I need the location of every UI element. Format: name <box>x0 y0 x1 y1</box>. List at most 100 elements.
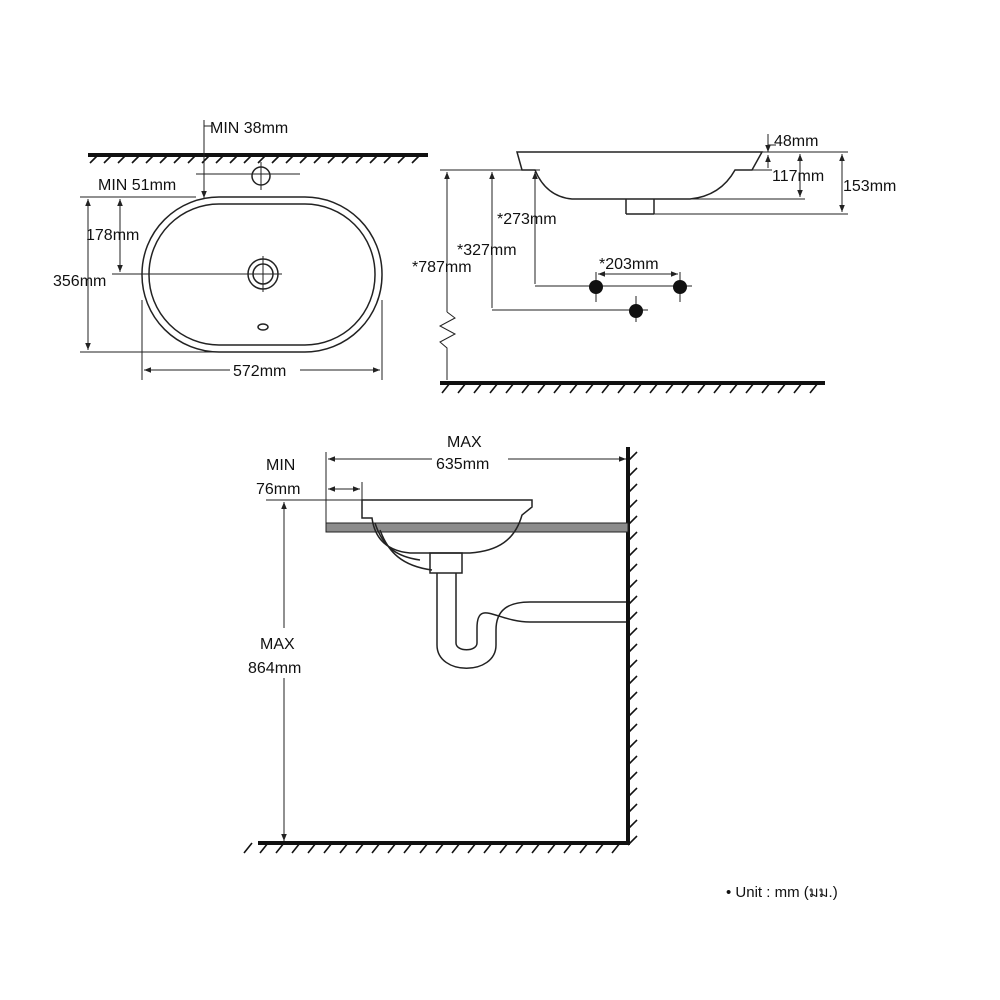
hatch-mark <box>499 842 509 854</box>
hatch-mark <box>451 842 461 854</box>
install-wall-hatch <box>627 451 638 846</box>
hatch-mark <box>627 659 638 670</box>
hatch-mark <box>611 842 621 854</box>
hatch-mark <box>187 154 197 164</box>
drain-offset-label: 178mm <box>86 227 139 244</box>
hatch-mark <box>457 382 467 394</box>
max-reach-title: MAX <box>447 434 482 451</box>
hatch-mark <box>307 842 317 854</box>
p-trap-inner <box>455 573 626 651</box>
hatch-mark <box>103 154 113 164</box>
side-view: 48mm 117mm 153mm *273mm *327mm *787mm *2… <box>412 133 896 394</box>
overflow-hole <box>257 323 269 331</box>
hatch-mark <box>489 382 499 394</box>
hatch-mark <box>761 382 771 394</box>
install-view: MAX 635mm MIN 76mm MAX 864mm <box>243 434 638 854</box>
countertop <box>325 522 629 533</box>
hatch-mark <box>285 154 295 164</box>
depth-label: 356mm <box>53 273 106 290</box>
hatch-mark <box>579 842 589 854</box>
hatch-mark <box>419 842 429 854</box>
hatch-mark <box>271 154 281 164</box>
hatch-mark <box>681 382 691 394</box>
width-label: 572mm <box>233 363 286 380</box>
hatch-mark <box>441 382 451 394</box>
hatch-mark <box>627 531 638 542</box>
hatch-mark <box>665 382 675 394</box>
hatch-mark <box>601 382 611 394</box>
hatch-mark <box>201 154 211 164</box>
hatch-mark <box>159 154 169 164</box>
hatch-mark <box>627 787 638 798</box>
drain-tailpiece <box>429 552 463 574</box>
supply-spacing-label: *203mm <box>599 256 659 273</box>
hatch-mark <box>117 154 127 164</box>
hatch-mark <box>627 819 638 830</box>
hatch-mark <box>243 154 253 164</box>
hatch-mark <box>627 515 638 526</box>
min-setback-value: 76mm <box>256 481 300 498</box>
hatch-mark <box>145 154 155 164</box>
hatch-mark <box>809 382 819 394</box>
hatch-mark <box>229 154 239 164</box>
hatch-mark <box>173 154 183 164</box>
hatch-mark <box>627 739 638 750</box>
hatch-mark <box>627 547 638 558</box>
hatch-mark <box>627 723 638 734</box>
side-floor-hatch <box>441 382 819 394</box>
hatch-mark <box>627 579 638 590</box>
side-basin-profile <box>516 151 764 200</box>
min-setback-title: MIN <box>266 457 295 474</box>
hatch-mark <box>275 842 285 854</box>
hatch-mark <box>323 842 333 854</box>
drain-point <box>629 304 643 318</box>
hatch-mark <box>633 382 643 394</box>
hatch-mark <box>383 154 393 164</box>
hatch-mark <box>627 595 638 606</box>
counter-height-label: *787mm <box>412 259 472 276</box>
hatch-mark <box>777 382 787 394</box>
hatch-mark <box>627 563 638 574</box>
supply-point-left <box>589 280 603 294</box>
install-floor-hatch <box>243 842 621 854</box>
hatch-mark <box>327 154 337 164</box>
top-view: MIN 38mm MIN 51mm 178mm 356mm 572mm <box>53 120 428 380</box>
hatch-mark <box>483 842 493 854</box>
hatch-mark <box>403 842 413 854</box>
hatch-mark <box>531 842 541 854</box>
p-trap-outer <box>436 573 626 669</box>
hatch-mark <box>313 154 323 164</box>
hatch-mark <box>371 842 381 854</box>
hatch-mark <box>563 842 573 854</box>
hatch-mark <box>505 382 515 394</box>
hatch-mark <box>713 382 723 394</box>
hatch-mark <box>369 154 379 164</box>
hatch-mark <box>627 691 638 702</box>
hatch-mark <box>627 611 638 622</box>
hatch-mark <box>569 382 579 394</box>
hatch-mark <box>745 382 755 394</box>
supply-height-label: *327mm <box>457 242 517 259</box>
hatch-mark <box>467 842 477 854</box>
hatch-mark <box>627 467 638 478</box>
drain-height-label: *273mm <box>497 211 557 228</box>
hatch-mark <box>793 382 803 394</box>
hatch-mark <box>697 382 707 394</box>
total-height-label: 153mm <box>843 178 896 195</box>
hatch-mark <box>355 154 365 164</box>
hatch-mark <box>627 755 638 766</box>
hatch-mark <box>339 842 349 854</box>
hatch-mark <box>627 483 638 494</box>
hatch-mark <box>627 707 638 718</box>
hatch-mark <box>537 382 547 394</box>
rim-label: 48mm <box>774 133 818 150</box>
hatch-mark <box>299 154 309 164</box>
hatch-mark <box>627 499 638 510</box>
hatch-mark <box>397 154 407 164</box>
break-symbol <box>438 311 457 380</box>
hatch-mark <box>291 842 301 854</box>
hatch-mark <box>257 154 267 164</box>
bowl-depth-label: 117mm <box>772 168 824 185</box>
